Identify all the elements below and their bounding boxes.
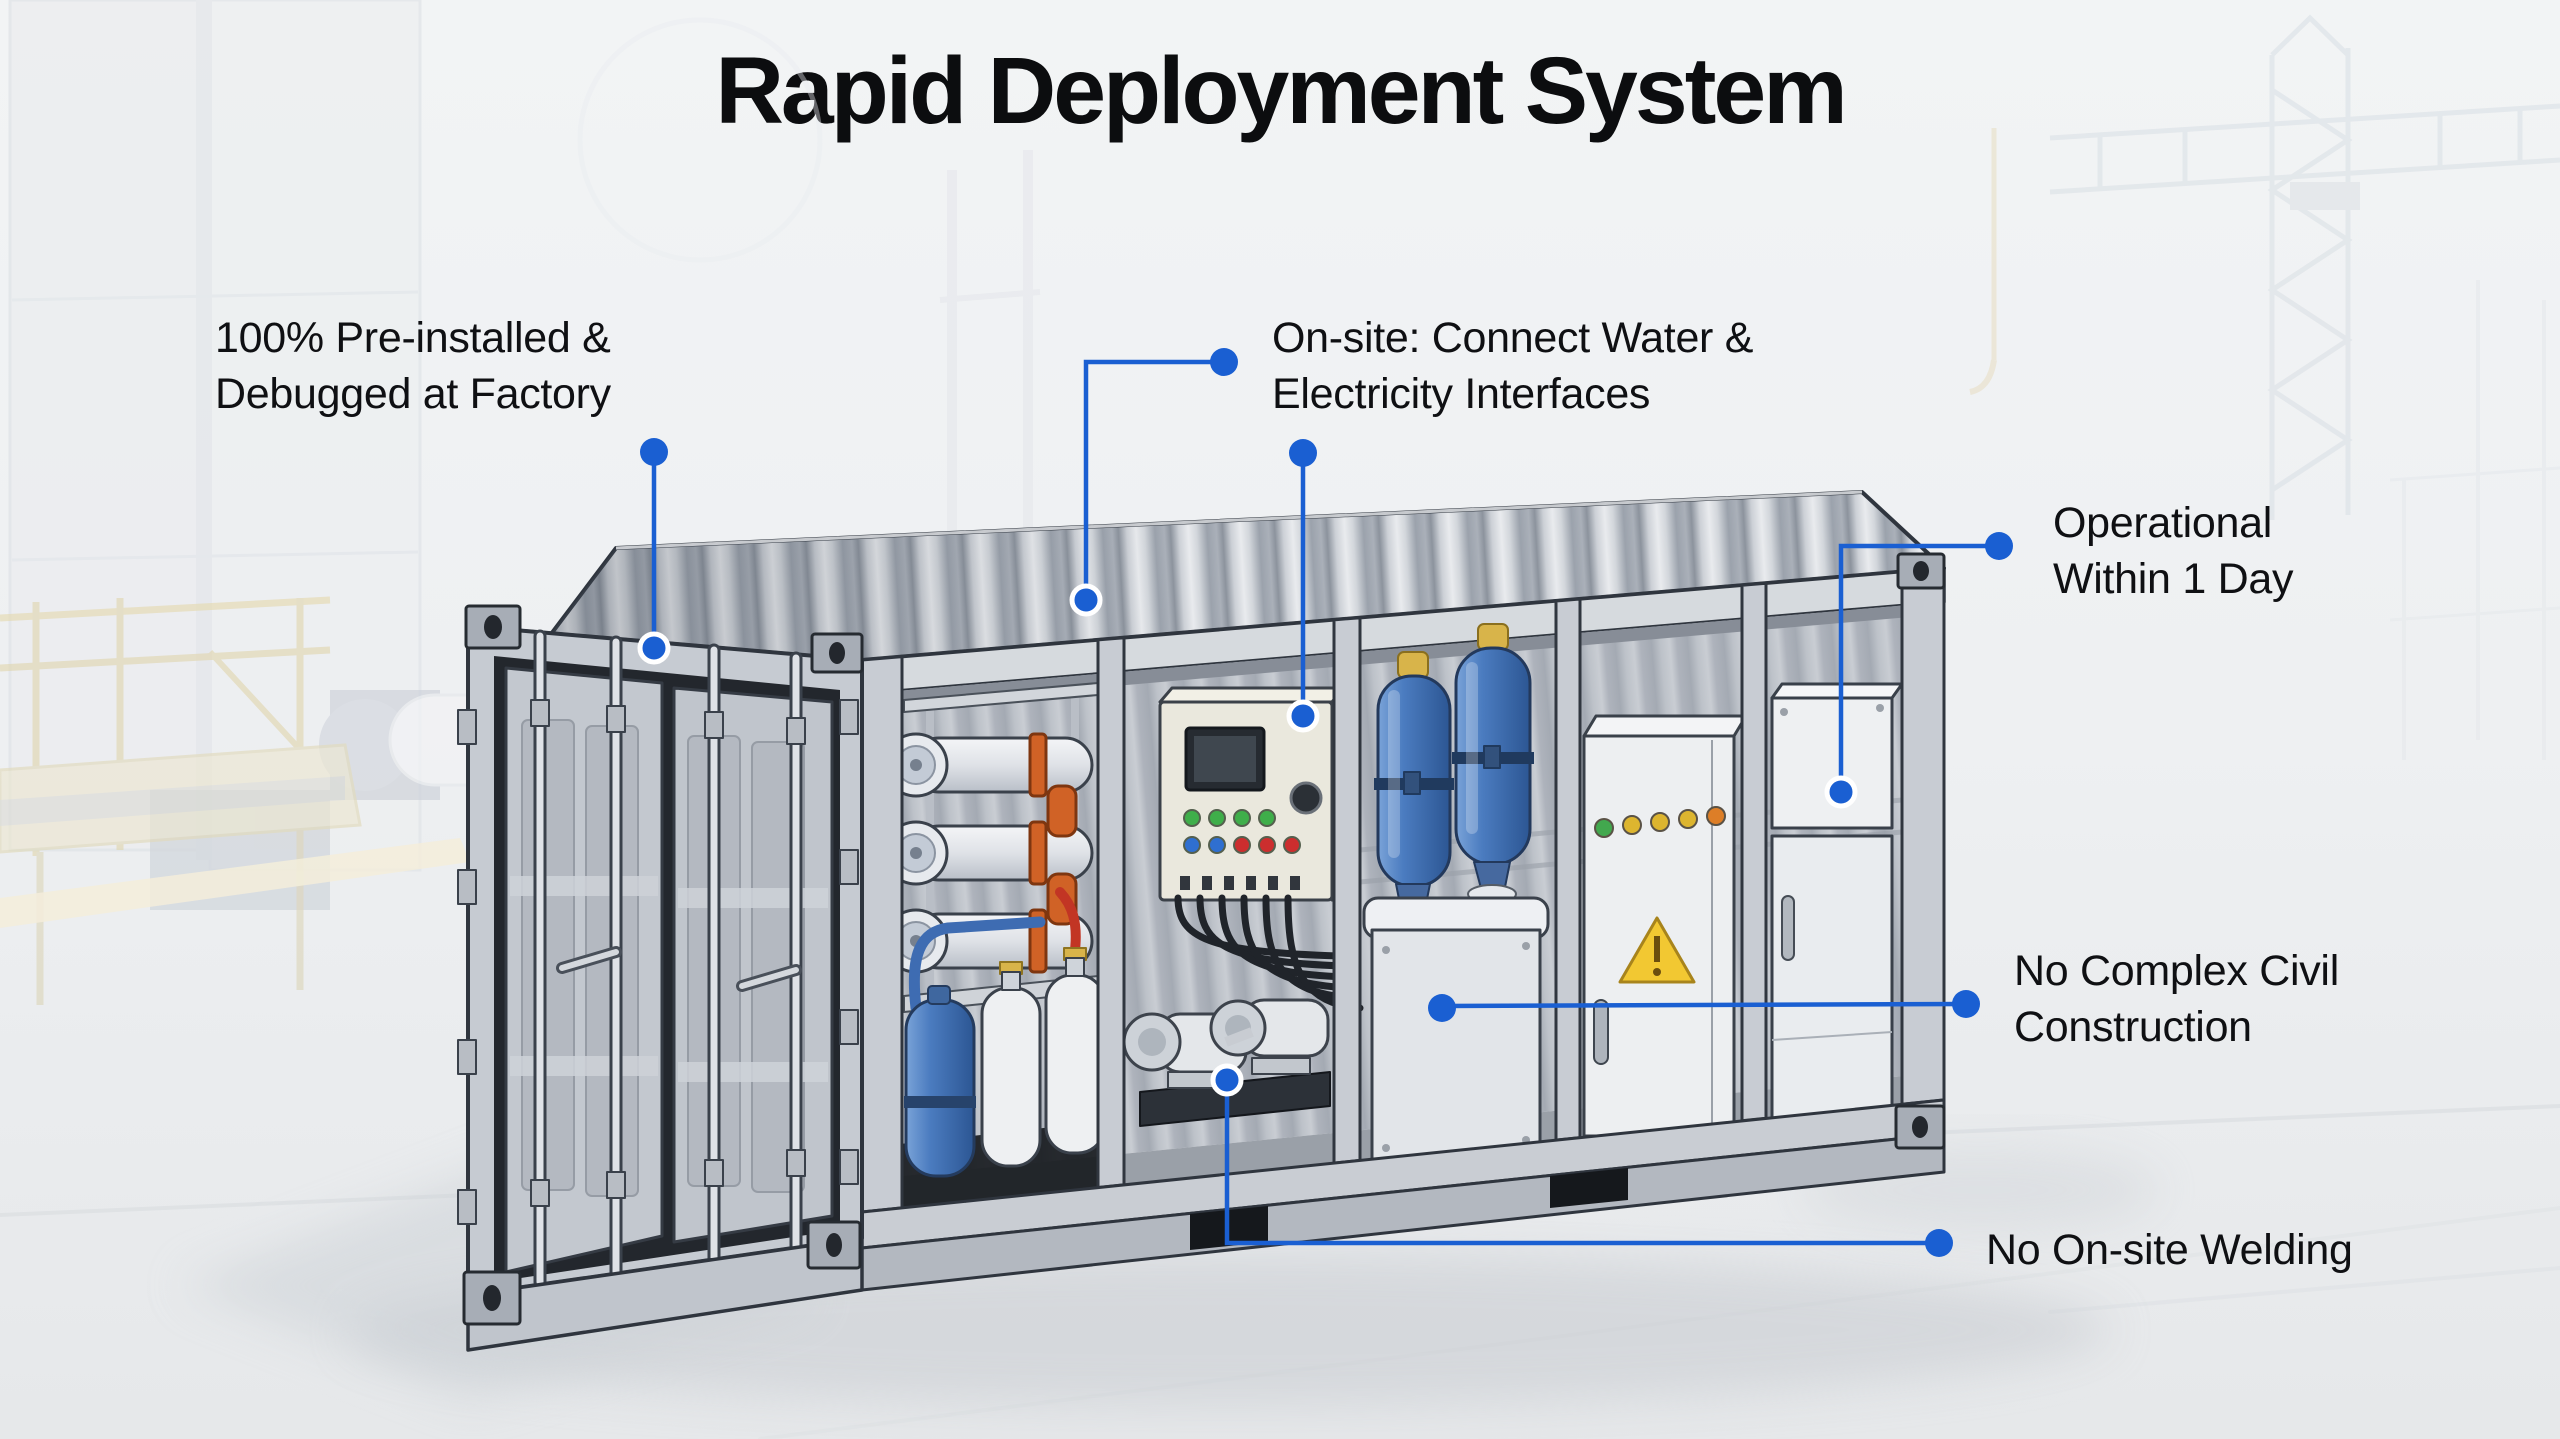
callout-leaders xyxy=(637,348,2013,1257)
container-doors xyxy=(457,624,864,1352)
callout-civil: No Complex Civil Construction xyxy=(2014,947,2339,1051)
leader-panel-top-dot xyxy=(1289,439,1317,467)
leader-panel-target-dot xyxy=(1286,699,1320,733)
leader-welding-target-dot xyxy=(1210,1063,1244,1097)
door-hinges xyxy=(457,699,859,1225)
right-scaffolding xyxy=(2389,280,2560,760)
door-lock-rods xyxy=(533,629,803,1289)
equipment-boxes xyxy=(1770,682,1904,1122)
callout-onsite: On-site: Connect Water & Electricity Int… xyxy=(1272,314,1754,418)
leader-onsite-label-dot xyxy=(1210,348,1238,376)
leader-operational-target-dot xyxy=(1824,775,1858,809)
pump-skid xyxy=(1122,998,1331,1127)
warning-triangle-icon xyxy=(1618,916,1696,984)
leader-welding-label-dot xyxy=(1925,1229,1953,1257)
callout-operational: Operational Within 1 Day xyxy=(2053,499,2294,603)
casting-holes xyxy=(483,561,1929,1311)
buffer-tank-blue xyxy=(904,985,976,1178)
blue-pipe xyxy=(908,916,1046,1014)
bladder-tank-right xyxy=(1452,623,1534,904)
filter-cylinders xyxy=(980,947,1106,1168)
rod-guides xyxy=(530,699,806,1207)
background-poles xyxy=(939,150,1041,545)
panel-buttons xyxy=(1183,809,1301,854)
leader-onsite-roof xyxy=(1069,348,1238,617)
leader-factory-target-dot xyxy=(637,631,671,665)
leader-operational-label-dot xyxy=(1985,532,2013,560)
tower-crane xyxy=(2049,14,2560,520)
tank-bay xyxy=(1362,623,1550,1166)
container xyxy=(457,490,1946,1352)
membrane-rack-bay xyxy=(883,682,1106,1210)
electrical-cabinet xyxy=(1582,714,1748,1138)
crane-hook-cable xyxy=(1969,128,1997,395)
leader-operational xyxy=(1824,532,2013,809)
leader-civil xyxy=(1428,990,1980,1022)
leader-factory xyxy=(637,438,671,665)
leader-onsite-panel xyxy=(1286,439,1320,733)
cabinet-handle xyxy=(1593,999,1609,1065)
frame-posts xyxy=(860,566,1946,1214)
leader-onsite-roof-dot xyxy=(1069,583,1103,617)
callout-factory: 100% Pre-installed & Debugged at Factory xyxy=(215,314,611,418)
leader-welding xyxy=(1210,1063,1953,1257)
yellow-platform xyxy=(0,596,362,1005)
red-pipe xyxy=(1055,887,1081,955)
terminal-blocks xyxy=(1180,876,1300,890)
page-title: Rapid Deployment System xyxy=(715,38,1847,144)
corrugated-roof xyxy=(543,490,1946,662)
storage-tank xyxy=(1362,896,1550,1166)
leader-civil-label-dot xyxy=(1952,990,1980,1018)
floor-yellow-stripe xyxy=(0,838,470,928)
control-bay xyxy=(1122,686,1364,1127)
indicator-lights xyxy=(1594,806,1726,838)
membrane-vessels xyxy=(883,732,1094,974)
door-base-skirt xyxy=(466,1236,864,1352)
callout-welding: No On-site Welding xyxy=(1986,1226,2353,1274)
leader-civil-target-dot xyxy=(1428,994,1456,1022)
leader-factory-label-dot xyxy=(640,438,668,466)
